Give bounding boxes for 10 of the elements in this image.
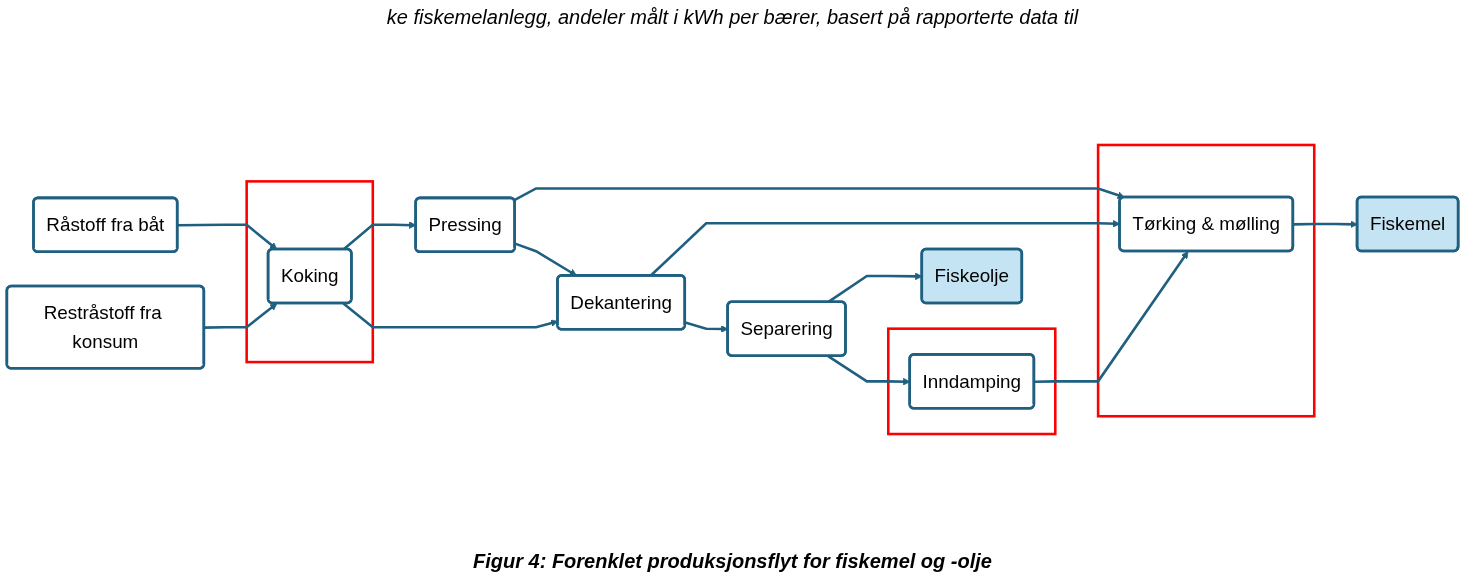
arrow <box>204 303 278 329</box>
arrow <box>513 187 1125 202</box>
cluster <box>887 327 1057 436</box>
figure-caption: Figur 4: Forenklet produksjonsflyt for fiskemel og -olje <box>473 550 992 573</box>
arrow <box>1293 220 1358 229</box>
arrow <box>177 223 278 250</box>
text-note: ke fiskemelanlegg, andeler målt i kWh per bærer, basert på rapporterte data til <box>386 6 1079 29</box>
cluster <box>1096 143 1316 418</box>
arrow <box>1034 251 1189 384</box>
cluster <box>245 180 375 364</box>
